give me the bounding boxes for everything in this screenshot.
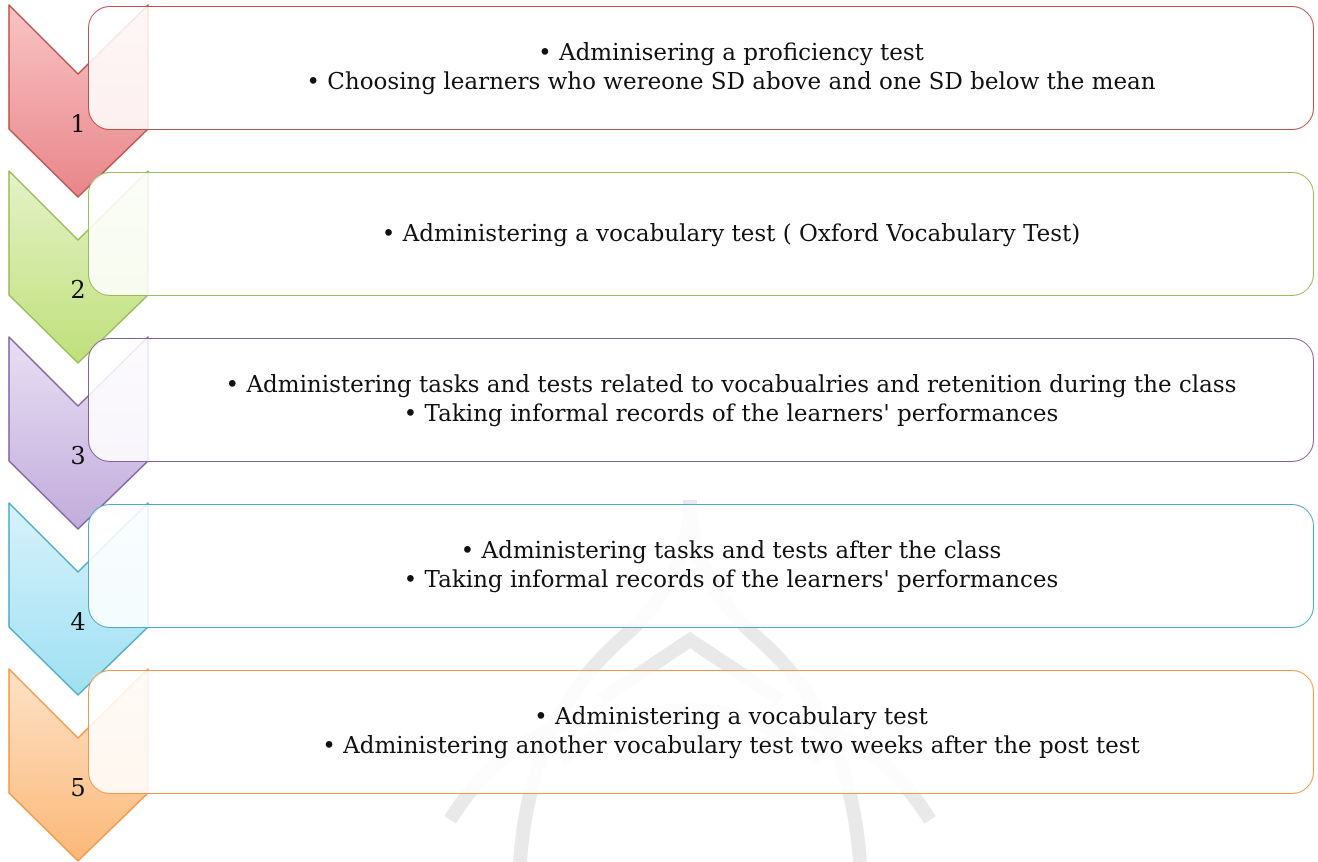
step-1-bullets: Adminisering a proficiency test Choosing… [228, 39, 1173, 97]
step-2-bullet-1: Administering a vocabulary test ( Oxford… [382, 220, 1081, 249]
step-4-bullets: Administering tasks and tests after the … [326, 537, 1077, 595]
step-3-bullets: Administering tasks and tests related to… [148, 371, 1255, 429]
step-5-bullet-2: Administering another vocabulary test tw… [322, 732, 1140, 761]
step-box-1: Adminisering a proficiency test Choosing… [88, 6, 1314, 130]
step-box-4: Administering tasks and tests after the … [88, 504, 1314, 628]
step-number-5: 5 [70, 774, 86, 802]
step-1-bullet-2: Choosing learners who wereone SD above a… [306, 68, 1155, 97]
step-2-bullets: Administering a vocabulary test ( Oxford… [304, 220, 1099, 249]
step-4-bullet-1: Administering tasks and tests after the … [404, 537, 1059, 566]
step-number-4: 4 [70, 608, 86, 636]
step-5-bullets: Administering a vocabulary test Administ… [244, 703, 1158, 761]
step-4-bullet-2: Taking informal records of the learners'… [404, 566, 1059, 595]
step-box-5: Administering a vocabulary test Administ… [88, 670, 1314, 794]
step-number-2: 2 [70, 276, 86, 304]
step-5-bullet-1: Administering a vocabulary test [322, 703, 1140, 732]
step-box-3: Administering tasks and tests related to… [88, 338, 1314, 462]
step-number-1: 1 [70, 110, 86, 138]
step-box-2: Administering a vocabulary test ( Oxford… [88, 172, 1314, 296]
step-3-bullet-2: Taking informal records of the learners'… [226, 400, 1237, 429]
step-number-3: 3 [70, 442, 86, 470]
step-1-bullet-1: Adminisering a proficiency test [306, 39, 1155, 68]
step-3-bullet-1: Administering tasks and tests related to… [226, 371, 1236, 400]
